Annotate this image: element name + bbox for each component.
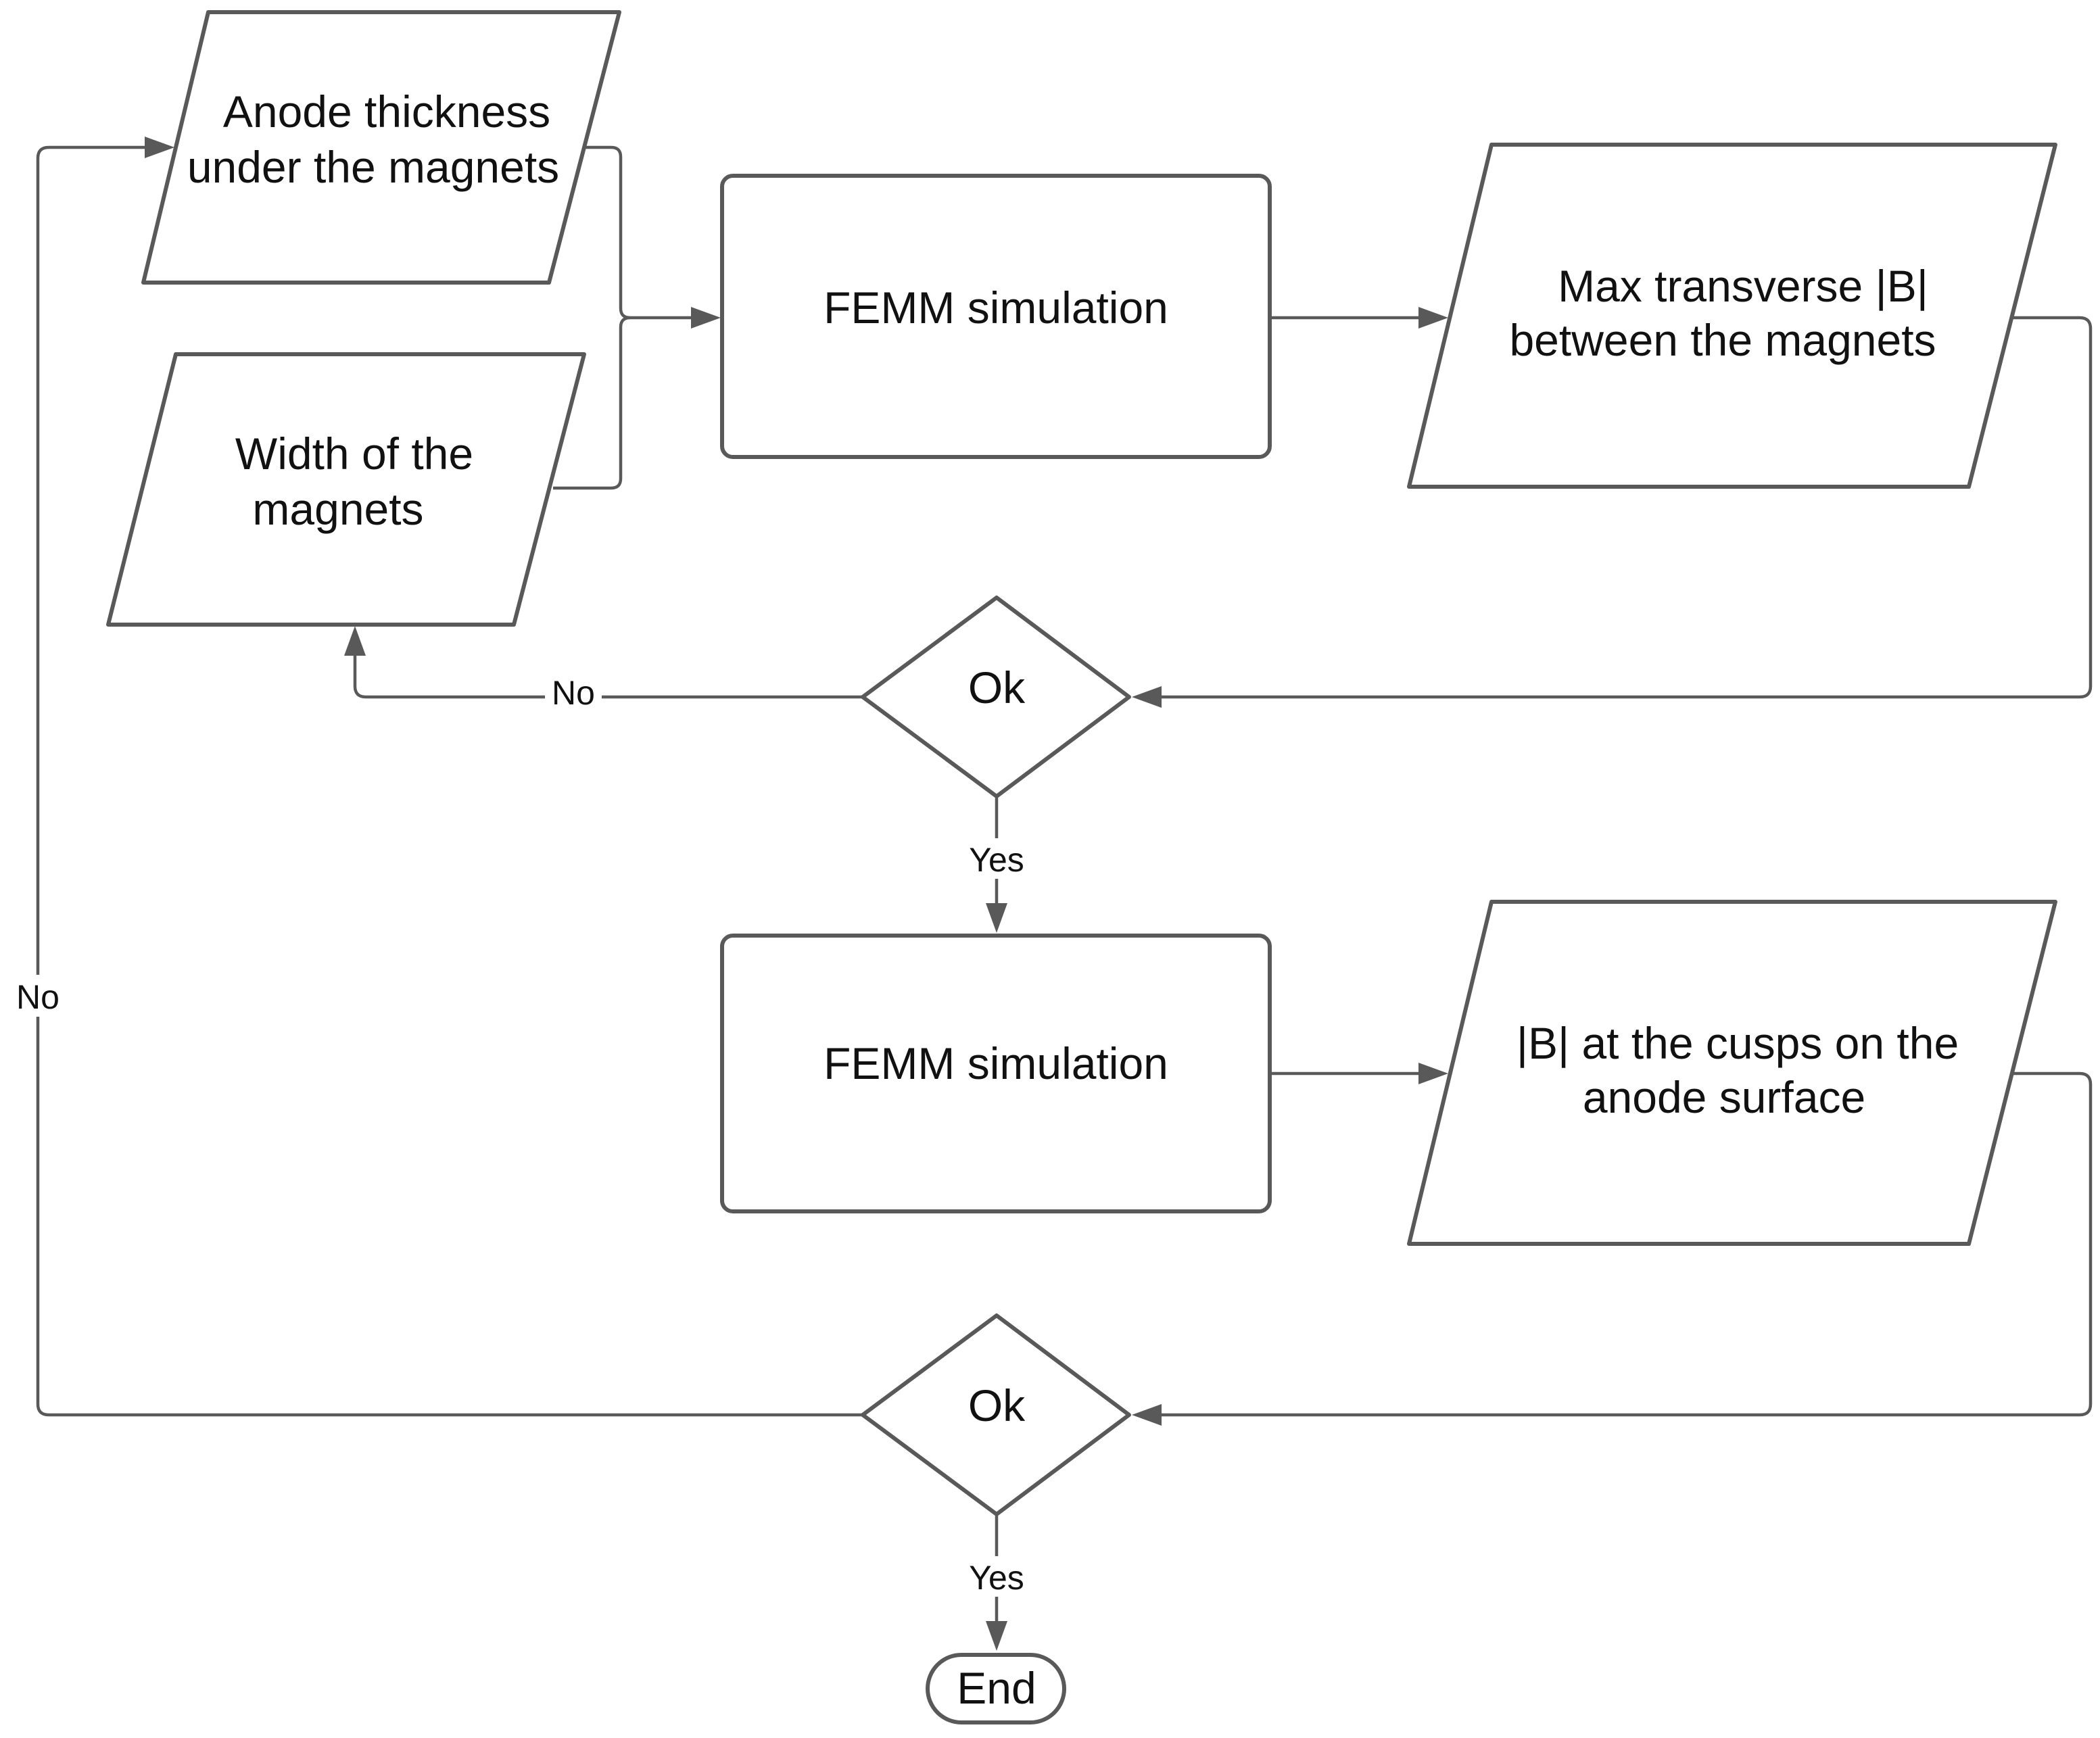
decision-1-label: Ok [968,662,1026,713]
arrowhead-femm1-in [691,307,721,329]
arrowhead-anode-in [145,137,174,158]
decision1-yes-label: Yes [969,841,1024,879]
magnet-width-line2: magnets [252,484,423,534]
arrowhead-end-in [986,1621,1007,1651]
connector-width-to-femm1 [553,316,631,490]
node-max-transverse-b[interactable]: Max transverse |B| between the magnets [1407,143,2057,489]
arrowhead-width-in [344,626,366,656]
node-end[interactable]: End [926,1653,1066,1724]
connector-decision1-no [353,656,862,699]
arrowhead-maxb-in [1418,307,1448,329]
node-b-at-cusps[interactable]: |B| at the cusps on the anode surface [1407,900,2057,1246]
magnet-width-line1: Width of the [235,429,473,479]
anode-thickness-line1: Anode thickness [223,87,550,137]
max-transverse-b-line2: between the magnets [1509,315,1936,365]
decision2-no-label: No [16,978,59,1016]
node-decision-2[interactable]: Ok [861,1313,1131,1516]
connector-maxb-to-decision1 [1162,316,2093,699]
node-anode-thickness[interactable]: Anode thickness under the magnets [141,10,621,285]
arrowhead-femm2-in [986,903,1007,933]
decision2-yes-label: Yes [969,1559,1024,1597]
arrowhead-decision1-in [1132,686,1162,708]
decision-2-label: Ok [968,1380,1026,1430]
decision1-no-label: No [552,674,595,712]
anode-thickness-line2: under the magnets [187,142,559,192]
b-at-cusps-line2: anode surface [1583,1072,1865,1122]
node-femm-simulation-2[interactable]: FEMM simulation [720,934,1272,1213]
connector-decision2-no [36,145,862,1417]
arrowhead-decision2-in [1132,1404,1162,1426]
femm-simulation-2-label: FEMM simulation [824,1038,1168,1088]
arrowhead-cusps-in [1418,1063,1448,1084]
femm-simulation-1-label: FEMM simulation [824,283,1168,333]
connector-cusps-to-decision2 [1162,1071,2093,1417]
node-decision-1[interactable]: Ok [861,596,1131,798]
max-transverse-b-line1: Max transverse |B| [1558,261,1928,311]
b-at-cusps-line1: |B| at the cusps on the [1517,1018,1959,1068]
end-label: End [957,1663,1036,1713]
node-magnet-width[interactable]: Width of the magnets [106,352,586,627]
node-femm-simulation-1[interactable]: FEMM simulation [720,174,1272,459]
